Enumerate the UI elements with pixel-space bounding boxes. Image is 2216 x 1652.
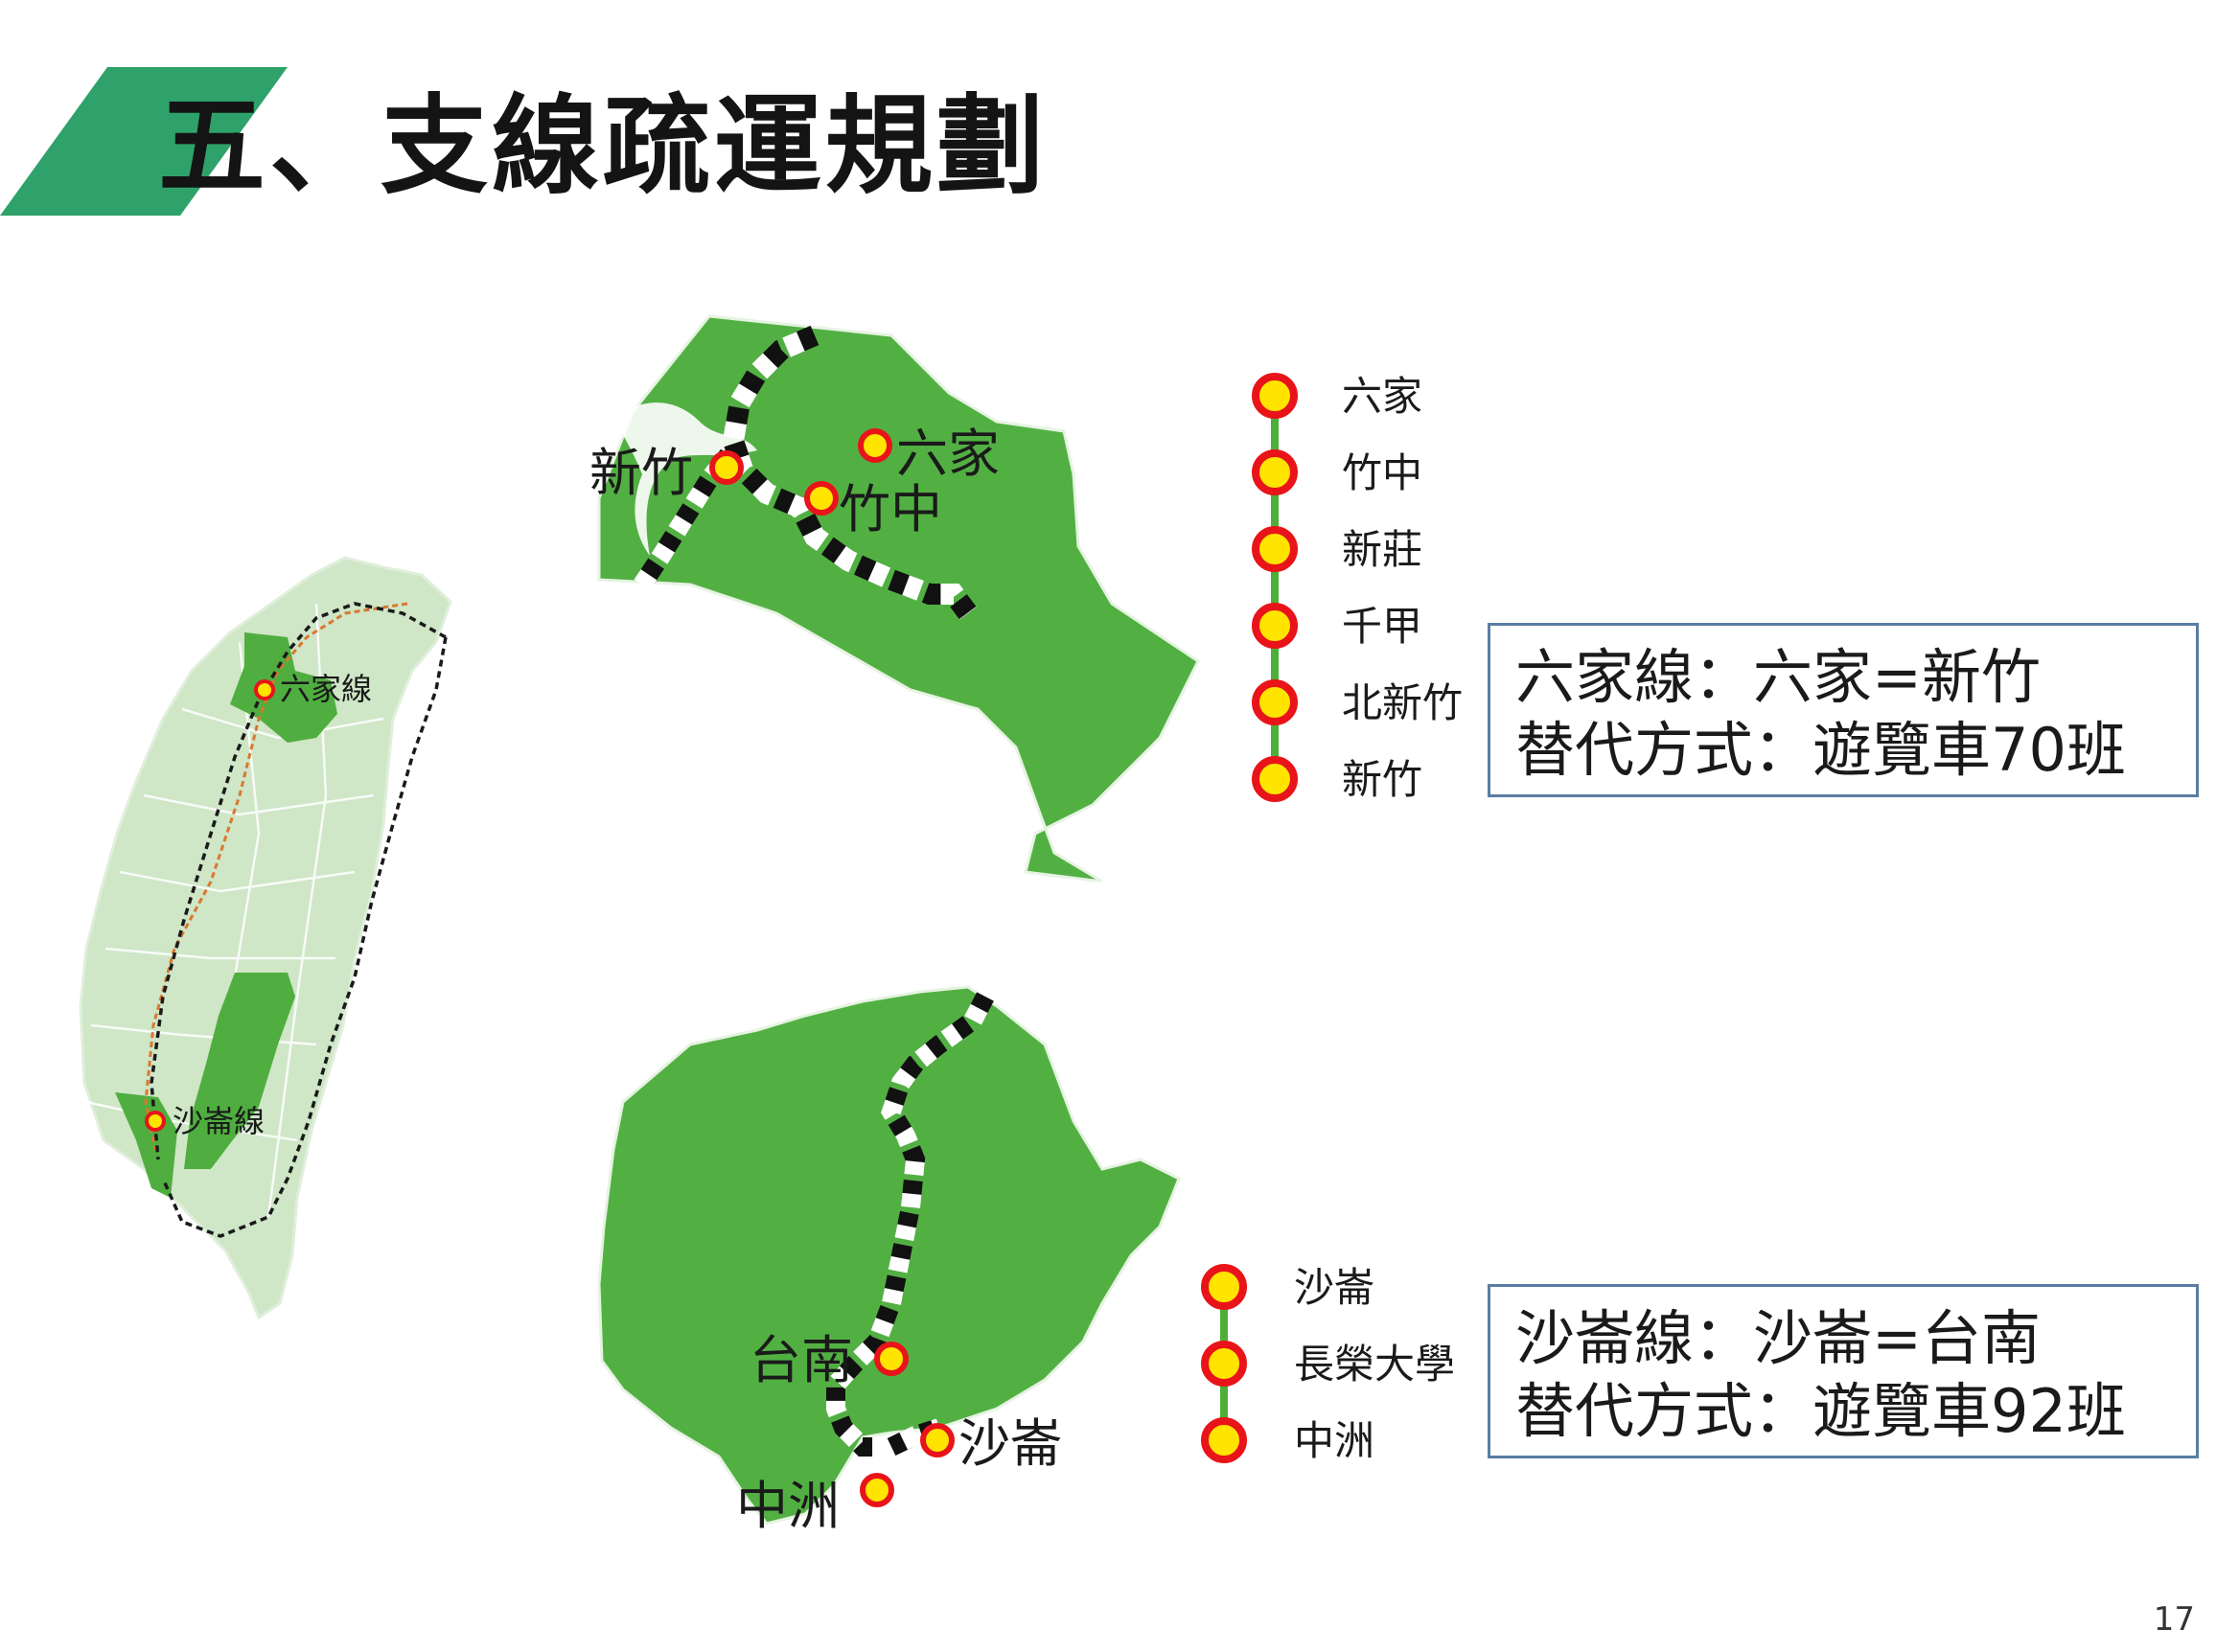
liujia-list-label: 新莊: [1342, 526, 1422, 573]
liujia-list-dot: [1252, 526, 1298, 572]
station-zhongzhou: [860, 1473, 894, 1507]
shalun-list-dot: [1201, 1264, 1247, 1310]
shalun-list-label: 長榮大學: [1294, 1341, 1455, 1388]
liujia-list-dot: [1252, 679, 1298, 725]
shalun-list-dot: [1201, 1341, 1247, 1387]
liujia-branch-track: [634, 448, 736, 590]
map-label-hsinchu: 新竹: [589, 443, 693, 503]
liujia-list-dot: [1252, 373, 1298, 419]
liujia-list-dot: [1252, 603, 1298, 649]
shalun-marker: [145, 1111, 166, 1132]
shalun-line-map: 台南 沙崙 中洲: [597, 985, 1181, 1536]
shalun-list-dot: [1201, 1417, 1247, 1463]
shalun-area: [184, 973, 295, 1169]
liujia-list-label: 竹中: [1342, 449, 1422, 496]
map-label-shalun: 沙崙: [958, 1413, 1062, 1474]
station-tainan: [874, 1342, 909, 1376]
page-title: 五、支線疏運規劃: [158, 84, 1048, 209]
station-liujia: [858, 428, 892, 463]
title-banner: [0, 67, 288, 216]
station-shalun: [920, 1423, 955, 1457]
map-label-zhuzhong: 竹中: [839, 479, 942, 539]
liujia-area: [230, 632, 337, 743]
liujia-list-label: 六家: [1342, 373, 1422, 420]
overview-label-liujia: 六家線: [280, 671, 372, 707]
shalun-info-box: 沙崙線：沙崙=台南 替代方式：遊覽車92班: [1488, 1284, 2199, 1458]
shalun-list-label: 沙崙: [1294, 1264, 1374, 1311]
tra-east-route: [161, 636, 448, 1238]
tra-west-route: [150, 602, 447, 1160]
station-zhuzhong: [804, 481, 839, 516]
shalun-info-line1: 沙崙線：沙崙=台南: [1515, 1303, 2041, 1373]
liujia-list-dot: [1252, 449, 1298, 495]
station-hsinchu: [709, 450, 744, 485]
page-number: 17: [2153, 1600, 2195, 1639]
map-label-liujia: 六家: [896, 424, 1000, 484]
taiwan-overview-map: 六家線 沙崙線: [79, 556, 452, 1320]
hsr-route-line: [144, 602, 408, 1151]
shalun-rail-track: [826, 992, 994, 1457]
shalun-info-line2: 替代方式：遊覽車92班: [1515, 1376, 2126, 1446]
liujia-list-label: 北新竹: [1342, 679, 1463, 726]
liujia-list-label: 千甲: [1342, 603, 1422, 650]
liujia-line-map: 新竹 六家 竹中: [589, 314, 1200, 882]
overview-label-shalun: 沙崙線: [173, 1103, 265, 1139]
map-label-tainan: 台南: [750, 1330, 853, 1390]
map-label-zhongzhou: 中洲: [736, 1476, 840, 1536]
liujia-marker: [254, 679, 275, 700]
liujia-list-dot: [1252, 756, 1298, 802]
liujia-list-label: 新竹: [1342, 756, 1422, 803]
liujia-info-line2: 替代方式：遊覽車70班: [1515, 715, 2126, 785]
liujia-info-box: 六家線：六家=新竹 替代方式：遊覽車70班: [1488, 623, 2199, 797]
liujia-rail-track: [722, 325, 977, 620]
shalun-list-label: 中洲: [1294, 1417, 1374, 1464]
shalun-district: [597, 985, 1181, 1526]
river: [613, 402, 757, 556]
liujia-district: [597, 314, 1200, 882]
liujia-info-line1: 六家線：六家=新竹: [1515, 642, 2041, 712]
